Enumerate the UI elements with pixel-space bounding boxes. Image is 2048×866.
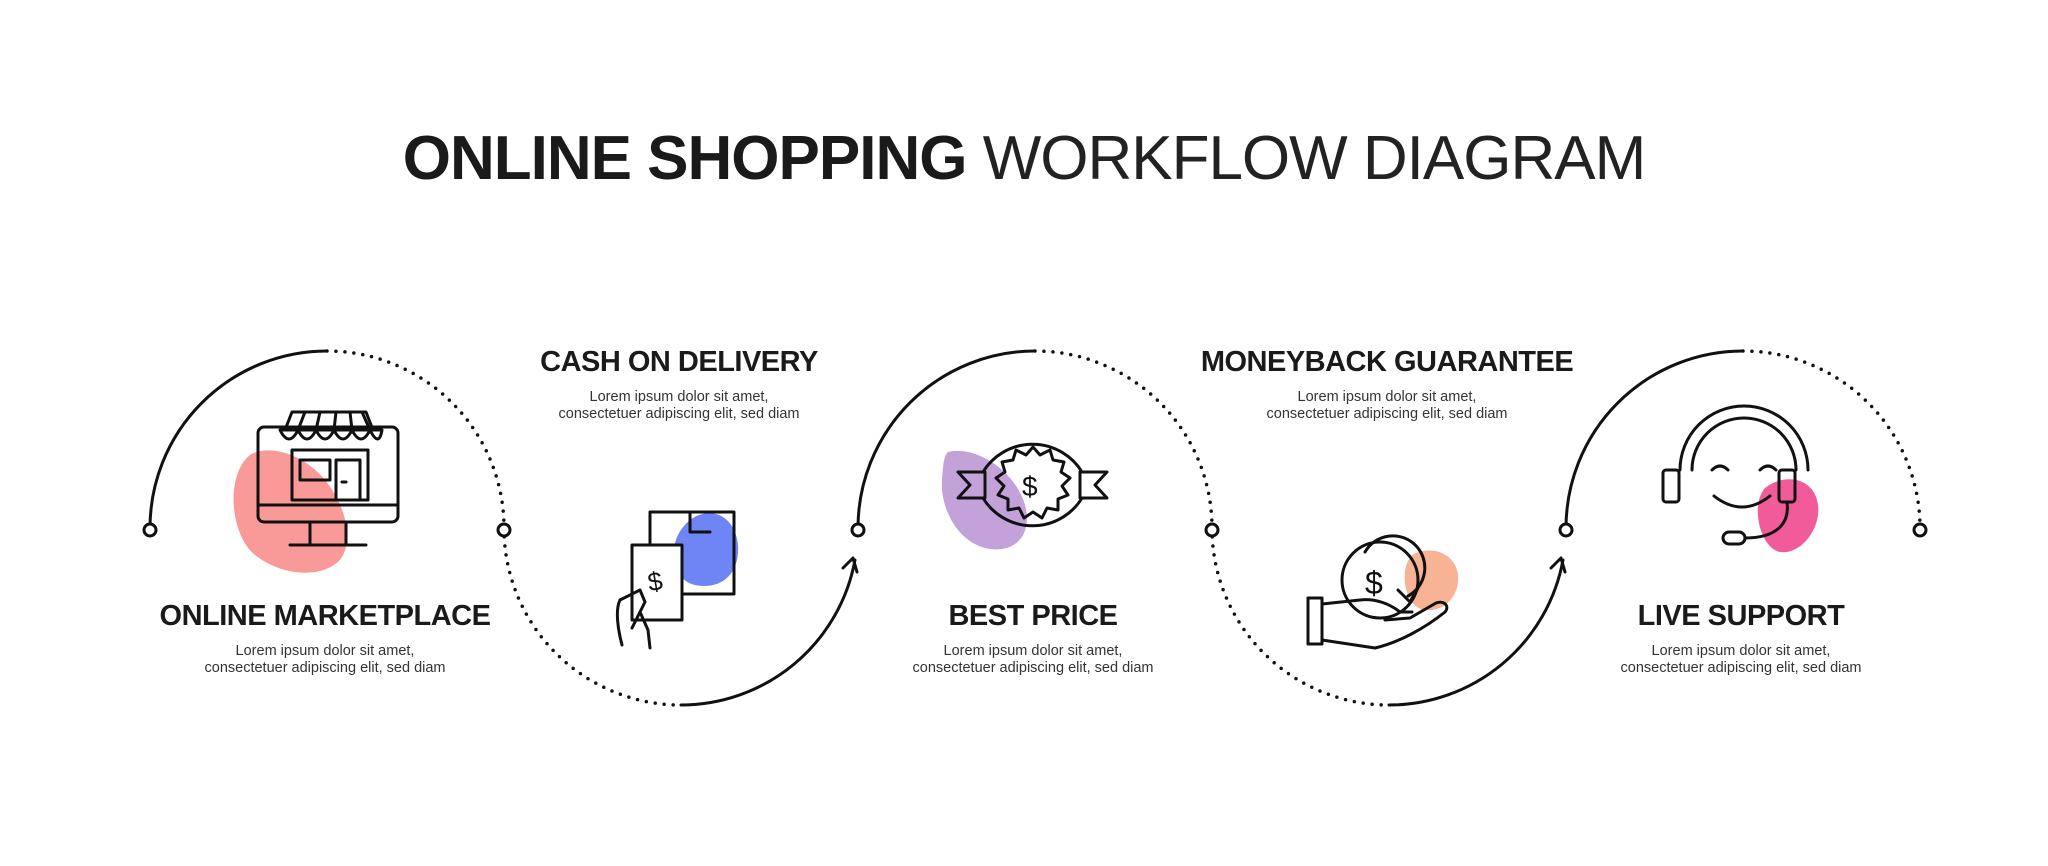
arrow-1-head [841,556,859,574]
storefront-monitor-icon [233,410,400,573]
arrow-2-head [1549,556,1567,574]
title-bold: ONLINE SHOPPING [402,124,968,193]
step-title-moneyback-guarantee: MONEYBACK GUARANTEE [1200,346,1574,378]
arc-1-solid [148,349,329,530]
step-desc-cash-on-delivery: Lorem ipsum dolor sit amet, consectetuer… [558,389,800,422]
svg-text:$: $ [1022,471,1038,502]
svg-text:$: $ [645,565,665,597]
arc-3-dotted [1033,349,1214,530]
hand-cash-icon: $ [615,510,739,650]
arc-4-solid [1387,558,1565,707]
node-1 [142,522,158,538]
title-light: WORKFLOW DIAGRAM [982,124,1647,193]
step-desc-live-support: Lorem ipsum dolor sit amet, consectetuer… [1620,643,1862,676]
step-desc-best-price: Lorem ipsum dolor sit amet, consectetuer… [912,643,1154,676]
svg-text:$: $ [1365,565,1383,601]
node-3 [850,522,866,538]
step-desc-moneyback-guarantee: Lorem ipsum dolor sit amet, consectetuer… [1266,389,1508,422]
node-6 [1912,522,1928,538]
arc-5-solid [1564,349,1745,530]
hand-coin-refund-icon: $ [1306,534,1459,650]
step-title-live-support: LIVE SUPPORT [1637,600,1845,632]
step-title-best-price: BEST PRICE [948,600,1118,632]
step-desc-online-marketplace: Lorem ipsum dolor sit amet, consectetuer… [204,643,446,676]
price-badge-icon: $ [941,442,1109,550]
step-title-online-marketplace: ONLINE MARKETPLACE [159,600,491,632]
diagram-title: ONLINE SHOPPING WORKFLOW DIAGRAM [0,128,2048,190]
node-5 [1558,522,1574,538]
node-4 [1204,522,1220,538]
arc-4-dotted [1210,526,1391,707]
step-title-cash-on-delivery: CASH ON DELIVERY [540,346,818,378]
headset-support-icon [1661,404,1819,553]
arc-2-solid [679,558,857,707]
arc-3-solid [856,349,1037,530]
node-2 [496,522,512,538]
